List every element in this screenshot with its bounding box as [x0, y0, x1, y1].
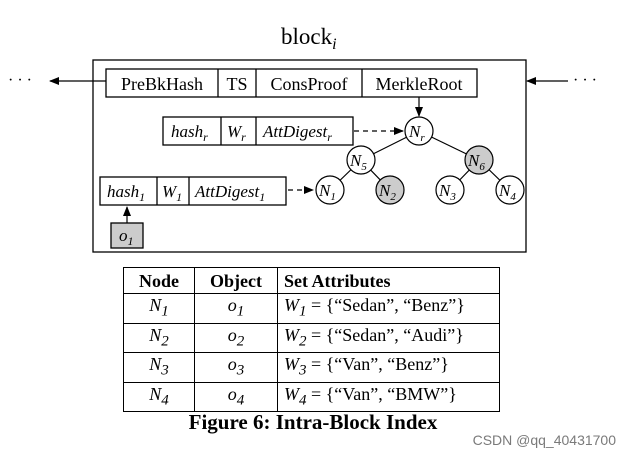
cell-node: N4 [123, 381, 195, 413]
cell-set-attributes: W3 = {“Van”, “Benz”} [277, 352, 500, 383]
header-merkleroot: MerkleRoot [376, 74, 463, 94]
tree-node-n2: N2 [375, 175, 405, 205]
tree-node-n4: N4 [495, 175, 525, 205]
cell-object: o2 [194, 322, 278, 354]
svg-text:N3: N3 [438, 181, 456, 203]
cell-node: N1 [123, 293, 195, 324]
svg-text:N4: N4 [498, 181, 516, 203]
col-header-node: Node [123, 267, 195, 294]
svg-text:N1: N1 [318, 181, 336, 203]
col-header-set-attributes: Set Attributes [277, 267, 500, 294]
cell-object: o3 [194, 352, 278, 383]
col-header-object: Object [194, 267, 278, 294]
tree-node-n3: N3 [435, 175, 465, 205]
intra-block-index-diagram: blocki · · · · · · PreBkHash TS ConsProo… [8, 24, 597, 253]
header-consproof: ConsProof [270, 74, 347, 94]
table-header-row: Node Object Set Attributes [123, 267, 500, 294]
right-ellipsis: · · · [573, 72, 597, 89]
entry-r-hash: hashr [171, 122, 208, 144]
cell-node: N2 [123, 322, 195, 354]
header-prebkhash: PreBkHash [121, 74, 203, 94]
svg-text:Nr: Nr [408, 122, 425, 144]
left-ellipsis: · · · [8, 72, 32, 89]
tree-node-nr: Nr [404, 116, 434, 146]
svg-text:N6: N6 [467, 151, 485, 173]
svg-text:N2: N2 [378, 181, 396, 203]
tree-node-n1: N1 [315, 175, 345, 205]
entry-r-attdigest: AttDigestr [262, 122, 332, 144]
svg-text:o1: o1 [119, 226, 134, 248]
cell-node: N3 [123, 352, 195, 383]
entry-1-w: W1 [162, 182, 182, 204]
object-box: o1 [110, 222, 144, 249]
entry-r-w: Wr [227, 122, 246, 144]
header-ts: TS [226, 74, 247, 94]
cell-object: o4 [194, 381, 278, 413]
entry-1-attdigest: AttDigest1 [194, 182, 265, 204]
cell-set-attributes: W2 = {“Sedan”, “Audi”} [277, 322, 500, 354]
block-frame [92, 59, 527, 253]
cell-object: o1 [194, 293, 278, 324]
svg-text:N5: N5 [349, 151, 367, 173]
leaf-index-entry: hash1 W1 AttDigest1 [99, 176, 287, 206]
tree-node-n6: N6 [464, 145, 494, 175]
cell-set-attributes: W4 = {“Van”, “BMW”} [277, 381, 500, 413]
root-index-entry: hashr Wr AttDigestr [162, 116, 354, 146]
watermark: CSDN @qq_40431700 [472, 432, 616, 448]
entry-1-hash: hash1 [107, 182, 145, 204]
figure-caption: Figure 6: Intra-Block Index [188, 410, 438, 434]
block-header: PreBkHash TS ConsProof MerkleRoot [105, 68, 478, 98]
cell-set-attributes: W1 = {“Sedan”, “Benz”} [277, 293, 500, 324]
tree-node-n5: N5 [346, 145, 376, 175]
block-title: blocki [281, 24, 337, 53]
